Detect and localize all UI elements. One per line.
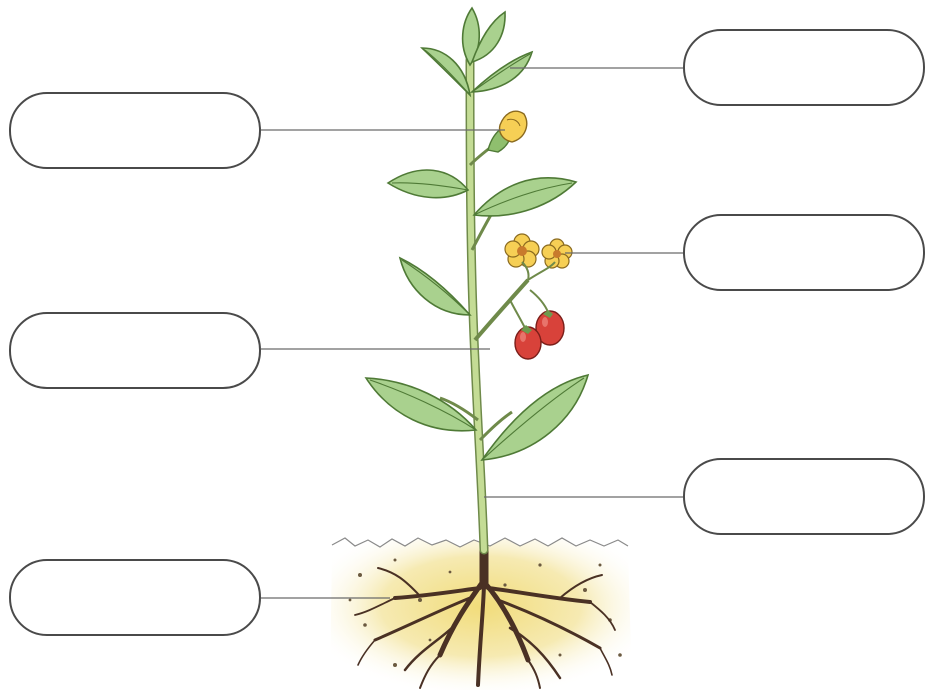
label-box-fruit[interactable] bbox=[9, 312, 261, 389]
flowers bbox=[505, 234, 572, 280]
label-box-roots[interactable] bbox=[9, 559, 261, 636]
label-box-leaf[interactable] bbox=[683, 29, 925, 106]
fruits bbox=[510, 290, 564, 359]
label-box-stem[interactable] bbox=[683, 458, 925, 535]
label-box-flower-bud[interactable] bbox=[9, 92, 261, 169]
flower-bud bbox=[488, 111, 527, 152]
label-box-flower[interactable] bbox=[683, 214, 925, 291]
